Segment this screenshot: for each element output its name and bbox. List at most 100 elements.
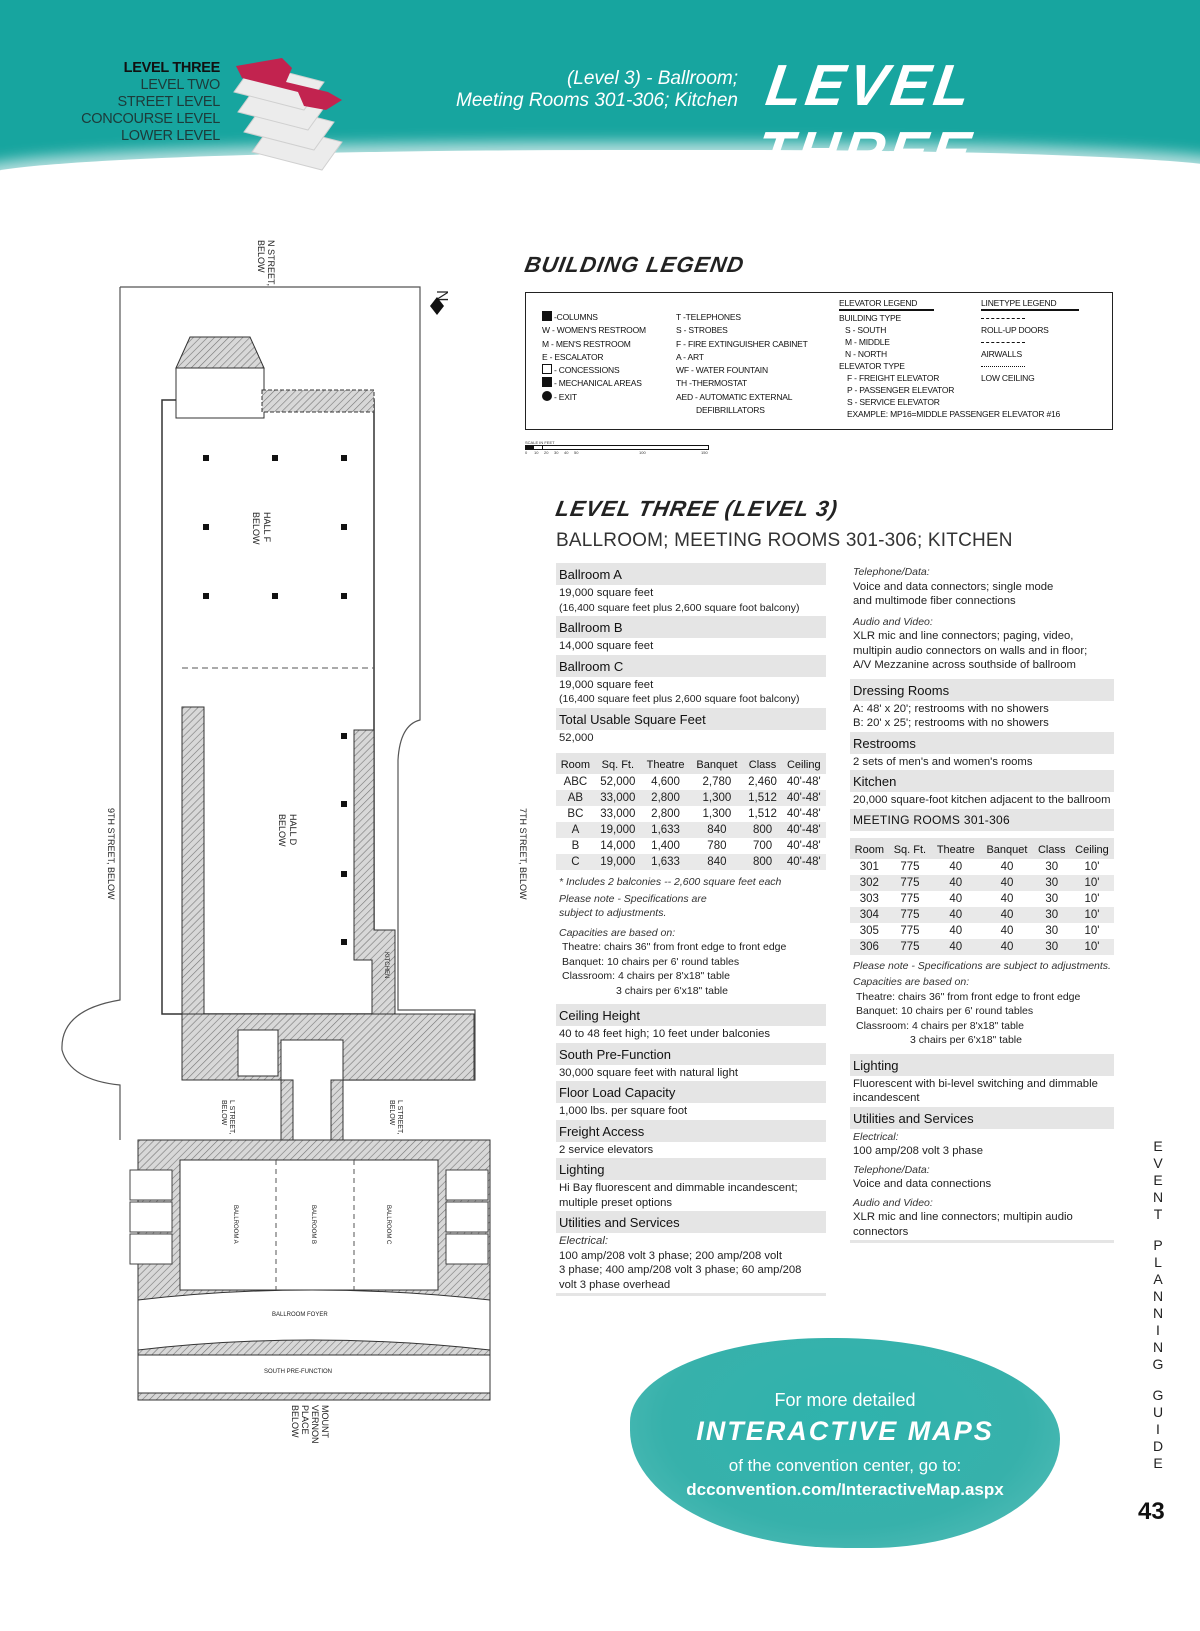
note: Please note - Specifications are subject… <box>853 959 1111 972</box>
spec-heading: Total Usable Square Feet <box>556 707 826 730</box>
side-label-letter: E <box>1153 1455 1163 1471</box>
legend-item: WF - WATER FOUNTAIN <box>676 365 768 376</box>
table-cell: A <box>556 822 595 838</box>
page-number: 43 <box>1138 1498 1165 1525</box>
interactive-map-link[interactable]: dcconvention.com/InteractiveMap.aspx <box>686 1480 1004 1499</box>
spec-heading: Utilities and Services <box>556 1211 826 1233</box>
level-item[interactable]: CONCOURSE LEVEL <box>81 111 220 127</box>
level-stack-icon <box>233 58 343 171</box>
spec-line: 19,000 square feet <box>559 587 654 599</box>
map-label: BALLROOM B <box>310 1205 316 1244</box>
legend-item: - MECHANICAL AREAS <box>554 378 642 389</box>
map-label: BALLROOM C <box>385 1205 391 1245</box>
table-cell: 40'-48' <box>781 822 826 838</box>
side-label-letter: U <box>1152 1404 1164 1420</box>
table-cell: 40 <box>980 874 1034 891</box>
spec-body: Telephone/Data: Voice and data connector… <box>850 564 1114 610</box>
level-item[interactable]: LEVEL TWO <box>140 77 221 93</box>
map-label: MOUNT <box>320 1405 330 1438</box>
map-label: PLACE <box>300 1405 310 1435</box>
spec-line: 2 sets of men's and women's rooms <box>853 755 1033 768</box>
table-cell: 2,460 <box>748 776 777 788</box>
level-list: LEVEL THREE LEVEL TWO STREET LEVEL CONCO… <box>40 60 220 145</box>
spec-line: 30,000 square feet with natural light <box>559 1066 738 1079</box>
legend-item: LOW CEILING <box>981 373 1035 383</box>
table-cell: 10' <box>1069 938 1114 955</box>
table-cell: 304 <box>850 906 889 923</box>
table-cell: 40 <box>949 924 963 937</box>
table-cell: 40'-48' <box>786 776 821 788</box>
table-cell: 33,000 <box>600 808 636 820</box>
side-label-letter: P <box>1153 1237 1163 1253</box>
level-item[interactable]: LOWER LEVEL <box>120 128 220 144</box>
columns <box>203 455 347 945</box>
legend-title: BUILDING LEGEND <box>522 252 747 277</box>
spec-line: A/V Mezzanine across southside of ballro… <box>853 659 1076 671</box>
meeting-rooms <box>129 1169 489 1265</box>
side-label-letter: G <box>1152 1356 1164 1372</box>
cap-line: Theatre: chairs 36" from front edge to f… <box>856 990 1081 1003</box>
map-label: VERNON <box>310 1405 320 1444</box>
north-dome <box>175 336 265 369</box>
table-cell: 700 <box>752 840 773 852</box>
level-item-current[interactable]: LEVEL THREE <box>123 60 221 76</box>
map-label: 7TH STREET, BELOW <box>518 808 528 900</box>
map-label: L STREET, <box>228 1100 235 1134</box>
table-cell: 19,000 <box>594 854 641 870</box>
map-label: N STREET, <box>266 240 276 286</box>
spec-line: (16,400 square feet plus 2,600 square fo… <box>559 693 800 705</box>
building-legend: -COLUMNS W - WOMEN'S RESTROOM M - MEN'S … <box>525 292 1113 430</box>
north-service-rooms <box>175 367 265 419</box>
legend-item: A - ART <box>676 351 704 362</box>
spec-body: Audio and Video: XLR mic and line connec… <box>850 614 1114 674</box>
table-cell: 30 <box>1045 860 1059 873</box>
side-label-letter: L <box>1154 1254 1162 1270</box>
table-cell: 1,300 <box>690 790 744 806</box>
table-cell: 840 <box>690 822 744 838</box>
legend-item: DEFIBRILLATORS <box>696 405 765 416</box>
legend-item: AED - AUTOMATIC EXTERNAL <box>676 391 793 402</box>
column-header: Room <box>850 837 889 859</box>
compass-label: N <box>433 290 450 302</box>
capacities: Capacities are based on: Theatre: chairs… <box>556 925 826 1000</box>
header-subtitle: (Level 3) - Ballroom; Meeting Rooms 301-… <box>420 68 738 112</box>
footnote: * Includes 2 balconies -- 2,600 square f… <box>559 876 782 888</box>
scale-tick: 50 <box>574 450 579 455</box>
table-cell: 40 <box>980 938 1034 955</box>
table-cell: 40 <box>931 938 981 955</box>
column-header: Ceiling <box>781 753 826 774</box>
table-cell: 40'-48' <box>781 790 826 806</box>
column-header: Room <box>556 753 595 774</box>
spec-heading: Lighting <box>850 1053 1114 1076</box>
spec-heading: Utilities and Services <box>850 1106 1114 1129</box>
subtitle-line: (Level 3) - Ballroom; <box>566 68 738 89</box>
map-label: BELOW <box>256 240 266 273</box>
legend-heading: ELEVATOR LEGEND <box>839 297 934 311</box>
subtitle-line: Meeting Rooms 301-306; Kitchen <box>456 90 738 111</box>
scale-tick: 0 <box>525 450 528 455</box>
table-cell: 40 <box>1000 924 1014 937</box>
map-label: BELOW <box>277 814 287 847</box>
spec-body: 19,000 square feet(16,400 square feet pl… <box>556 585 826 616</box>
map-label: BALLROOM FOYER <box>272 1312 328 1318</box>
table-cell: 10' <box>1084 860 1100 873</box>
cap-line: Classroom: 4 chairs per 8'x18" table <box>856 1019 1024 1032</box>
table-cell: 1,512 <box>748 808 777 820</box>
map-label: HALL D <box>288 814 298 846</box>
table-cell: 40 <box>949 892 963 905</box>
table-cell: 301 <box>859 860 879 873</box>
side-label-letter: N <box>1152 1339 1164 1355</box>
spec-line: 20,000 square-foot kitchen adjacent to t… <box>853 794 1111 806</box>
table-cell: 1,633 <box>640 822 691 838</box>
table-cell: 40'-48' <box>781 854 826 870</box>
table-cell: 303 <box>859 892 879 905</box>
level-item[interactable]: STREET LEVEL <box>117 94 220 110</box>
side-label-letter: E <box>1153 1138 1163 1154</box>
side-label-letter: V <box>1153 1155 1163 1171</box>
